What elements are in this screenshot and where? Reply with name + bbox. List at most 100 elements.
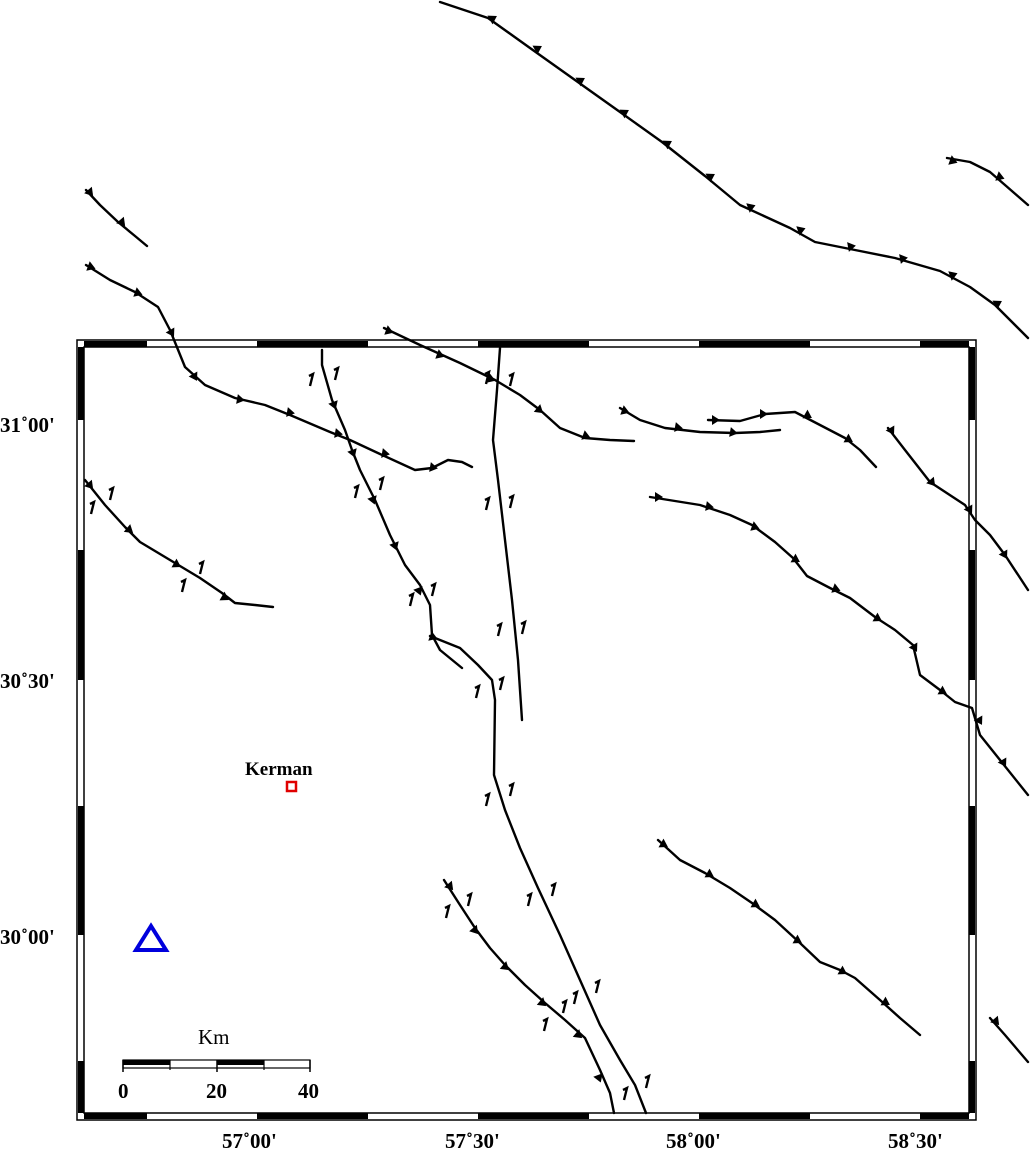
fault-line-ne-curve: [618, 406, 782, 435]
thrust-tooth-icon: [171, 558, 181, 568]
frame-bar: [78, 1061, 84, 1113]
thrust-tooth-icon: [997, 757, 1007, 767]
thrust-tooth-icon: [334, 428, 343, 438]
thrust-tooth-icon: [948, 155, 958, 165]
strike-slip-arrow-icon: [378, 475, 385, 491]
thrust-tooth-icon: [499, 961, 510, 971]
frame-bar: [257, 1113, 368, 1119]
fault-line-strikeslip-main: [428, 634, 648, 1115]
thrust-tooth-icon: [885, 425, 895, 435]
frame-bar: [78, 806, 84, 935]
strike-slip-arrow-icon: [561, 998, 568, 1014]
thrust-tooth-icon: [760, 409, 768, 419]
frame-bar: [257, 341, 368, 347]
thrust-tooth-icon: [926, 476, 936, 487]
map-frame: [76, 339, 977, 1121]
strike-slip-arrow-icon: [89, 499, 96, 515]
thrust-tooth-icon: [381, 448, 390, 458]
thrust-tooth-icon: [674, 422, 683, 432]
thrust-tooth-icon: [84, 479, 94, 490]
thrust-tooth-icon: [581, 430, 591, 440]
strike-slip-arrow-icon: [594, 978, 601, 994]
thrust-tooth-icon: [328, 400, 338, 410]
thrust-tooth-icon: [116, 216, 126, 227]
fault-line-east-edge: [886, 426, 1030, 592]
thrust-tooth-icon: [219, 591, 229, 601]
thrust-tooth-icon: [948, 271, 958, 281]
thrust-tooth-icon: [486, 373, 496, 383]
strike-slip-arrow-icon: [550, 881, 557, 897]
strike-slip-arrow-icon: [466, 891, 473, 907]
strike-slip-arrow-icon: [508, 781, 515, 797]
thrust-tooth-icon: [973, 715, 983, 725]
frame-bar: [78, 347, 84, 420]
strike-slip-arrow-icon: [180, 577, 187, 593]
thrust-tooth-icon: [796, 226, 806, 236]
frame-bar: [84, 1113, 147, 1119]
thrust-tooth-icon: [86, 261, 96, 271]
strike-slip-arrow-icon: [108, 485, 115, 501]
axis-labels: 31˚00' 30˚30' 30˚00' 57˚00' 57˚30' 58˚00…: [0, 413, 943, 1153]
thrust-tooth-icon: [347, 448, 357, 458]
lat-label-30-00: 30˚00': [0, 925, 55, 949]
thrust-tooth-icon: [84, 186, 94, 197]
frame-bar: [699, 1113, 810, 1119]
scale-bar-segment: [217, 1060, 264, 1065]
thrust-tooth-icon: [790, 553, 800, 563]
thrust-tooth-icon: [536, 997, 547, 1007]
frame-bar: [920, 1113, 969, 1119]
fault-line-west: [83, 478, 275, 609]
thrust-tooth-icon: [880, 996, 890, 1006]
strike-slip-arrow-icon: [542, 1016, 549, 1032]
scale-label-0: 0: [118, 1079, 129, 1103]
thrust-tooth-icon: [593, 1073, 603, 1083]
fault-lines: [83, 0, 1030, 1115]
strike-slip-arrow-icon: [444, 903, 451, 919]
fault-line-top: [438, 0, 1030, 340]
strike-slip-arrow-icon: [644, 1073, 651, 1089]
strike-slip-arrow-icon: [484, 791, 491, 807]
thrust-tooth-icon: [572, 1029, 583, 1039]
strike-slip-arrow-icon: [353, 483, 360, 499]
thrust-tooth-icon: [428, 631, 438, 641]
fault-line-ne-hook: [706, 410, 878, 469]
thrust-tooth-icon: [899, 254, 908, 264]
lon-label-58-00: 58˚00': [666, 1129, 721, 1153]
thrust-tooth-icon: [444, 880, 454, 891]
thrust-tooth-icon: [532, 45, 542, 55]
lon-label-57-30: 57˚30': [445, 1129, 500, 1153]
frame-outer: [76, 339, 977, 1121]
thrust-tooth-icon: [384, 325, 394, 335]
thrust-tooth-icon: [367, 495, 377, 505]
thrust-tooth-icon: [990, 1015, 1000, 1026]
city-label: Kerman: [245, 759, 313, 780]
fault-line-strikeslip-2: [491, 346, 524, 722]
thrust-tooth-icon: [963, 504, 973, 514]
thrust-tooth-icon: [236, 394, 245, 404]
thrust-tooth-icon: [123, 524, 134, 534]
fault-line-strikeslip-1: [320, 348, 464, 670]
strike-slip-arrows: [89, 365, 651, 1101]
thrust-tooth-icon: [746, 203, 756, 213]
frame-bar: [969, 1061, 975, 1113]
fault-line-nw-short: [84, 188, 149, 248]
frame-bar: [920, 341, 969, 347]
thrust-tooth-icon: [575, 77, 585, 87]
thrust-tooth-icon: [750, 521, 760, 531]
scale-bar-segment: [123, 1060, 170, 1065]
scale-bar-title: Km: [198, 1025, 230, 1049]
thrust-tooth-icon: [413, 586, 423, 596]
thrust-tooth-icon: [655, 492, 663, 502]
lat-label-30-30: 30˚30': [0, 669, 55, 693]
strike-slip-arrow-icon: [572, 989, 579, 1005]
strike-slip-arrow-icon: [484, 495, 491, 511]
thrust-tooth-icon: [165, 327, 175, 337]
thrust-tooth-icon: [802, 409, 812, 419]
thrust-tooth-icon: [729, 427, 738, 437]
thrust-tooth-icon: [937, 685, 947, 695]
lon-label-57-00: 57˚00': [222, 1129, 277, 1153]
fault-line-nw-long: [84, 263, 474, 472]
strike-slip-arrow-icon: [408, 591, 415, 607]
thrust-tooth-icon: [872, 612, 882, 622]
thrust-tooth-icon: [992, 300, 1002, 310]
